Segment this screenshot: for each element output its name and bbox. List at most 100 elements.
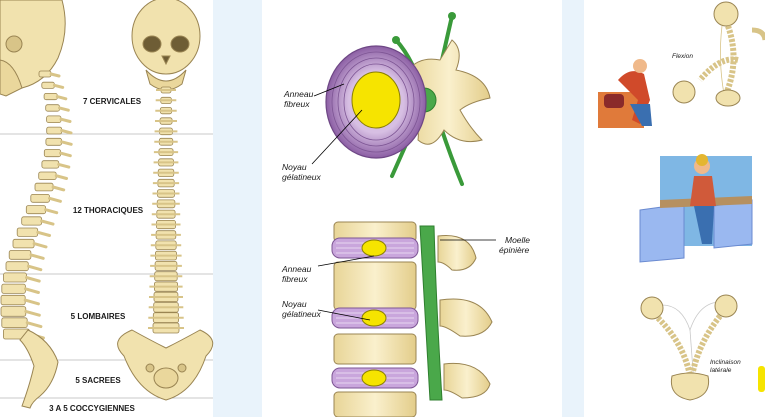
leaders-top	[311, 83, 363, 165]
vertebra-lateral	[1, 283, 26, 294]
spine-flexed	[697, 56, 739, 82]
spinal-cord	[419, 225, 443, 401]
flexion-skeleton: Flexion	[672, 1, 741, 107]
vertebra-lateral	[46, 115, 62, 124]
spinous-process-lateral	[60, 129, 73, 135]
spinous-process-lateral	[60, 140, 73, 146]
vertebra-lateral	[12, 238, 35, 249]
skull-lateral	[0, 0, 66, 97]
spinous-process-lateral	[59, 151, 72, 158]
vertebra-lateral	[8, 250, 32, 260]
spinous-process-lateral	[51, 185, 66, 192]
spinous-process-lateral	[29, 253, 45, 260]
vertebra-lateral	[16, 227, 39, 237]
nerve-ganglion	[448, 12, 456, 20]
pelvis-flexion	[715, 89, 741, 107]
vertebra-lateral	[43, 149, 61, 158]
spinous-process-lateral	[23, 287, 40, 294]
label-thoraciques: 12 THORACIQUES	[73, 206, 144, 215]
skull-frontal	[131, 0, 201, 91]
spinous-process-lateral	[44, 208, 59, 215]
sacrum-lateral	[19, 329, 59, 409]
vertebra-lateral	[45, 137, 63, 146]
spine-outline	[720, 25, 725, 95]
vertebra-lateral	[34, 182, 54, 192]
label-flexion: Flexion	[672, 53, 693, 60]
vertebra-lateral	[5, 261, 29, 272]
spinous-process-lateral	[26, 264, 43, 272]
label-noyau-top-2: gélatineux	[282, 172, 322, 182]
spine-tilt-right	[689, 314, 723, 377]
spinous-process-lateral	[36, 230, 51, 237]
spine-lateral-view	[0, 70, 73, 340]
vertebra-lateral	[30, 193, 50, 203]
nerve-ganglion	[392, 36, 400, 44]
partial-object-edge	[758, 366, 765, 392]
skull-tilt-left	[640, 296, 664, 320]
worker-scene	[639, 154, 753, 263]
vertebral-body	[333, 261, 417, 311]
label-anneau-top-1: Anneau	[283, 89, 314, 99]
lifting-scene	[598, 59, 652, 128]
vertebra-lateral	[1, 317, 28, 328]
vertebra-lateral	[38, 171, 57, 180]
vertebra-lateral	[41, 81, 55, 89]
label-inclinaison-1: Inclinaison	[710, 359, 741, 366]
skull-upright	[713, 1, 739, 27]
vertebra-lateral	[43, 93, 58, 101]
desk-right	[713, 199, 753, 249]
leaders-bottom	[317, 239, 496, 321]
person-head	[633, 59, 647, 73]
label-sacrees: 5 SACREES	[75, 376, 121, 385]
spinous-process-lateral	[57, 162, 71, 169]
noyau-gelatineux-sagittal	[361, 369, 387, 387]
noyau-gelatineux-axial	[351, 71, 401, 129]
carried-object	[604, 94, 624, 108]
label-noyau-top-1: Noyau	[282, 162, 307, 172]
vertebra-lateral	[3, 272, 27, 283]
spinous-process-lateral	[58, 106, 70, 112]
label-anneau-bottom-1: Anneau	[281, 264, 312, 274]
person-trousers	[630, 104, 652, 126]
vertebra-lateral	[25, 205, 46, 215]
motion-panel: Flexion Inclinaison latérale	[584, 0, 765, 417]
spinous-process-lateral	[48, 196, 62, 203]
label-coccygiennes: 3 A 5 COCCYGIENNES	[49, 404, 135, 413]
worker-trousers	[694, 206, 714, 244]
vertebral-arch	[407, 39, 491, 145]
spinous-process-lateral	[32, 242, 48, 249]
worker-shirt	[690, 176, 716, 206]
vertebra-lateral	[45, 104, 60, 112]
pelvis-frontal	[117, 329, 214, 401]
spinous-process-lateral	[55, 95, 68, 101]
vertebra-lateral	[46, 126, 63, 135]
disc-panel: Anneau fibreux Noyau gélatineux Anneau f…	[262, 0, 562, 417]
noyau-gelatineux-sagittal	[361, 309, 387, 327]
spinous-process-lateral	[49, 72, 61, 78]
vertebra-lateral	[0, 294, 26, 306]
vertebra-lateral	[41, 160, 60, 169]
spinous-process-lateral	[54, 174, 68, 180]
vertebra-lateral	[21, 216, 43, 226]
spine-panel: 7 CERVICALES 12 THORACIQUES 5 LOMBAIRES …	[0, 0, 214, 417]
spinous-process-lateral	[23, 298, 40, 306]
label-moelle-2: épinière	[499, 245, 530, 255]
label-inclinaison-2: latérale	[710, 367, 732, 374]
spinous-process-lateral	[24, 309, 41, 317]
annulus-lamellae	[331, 51, 421, 153]
spinous-process-lateral	[59, 117, 72, 123]
desk-left	[639, 203, 685, 263]
vertebral-body	[333, 333, 417, 365]
vertebra-lateral	[38, 70, 52, 78]
skull-flexed	[672, 80, 696, 104]
vertebra-stack	[331, 221, 419, 417]
spinous-process-lateral	[40, 219, 55, 226]
spinous-process-lateral	[52, 83, 65, 89]
spinous-process-lateral	[25, 321, 43, 329]
label-lombaires: 5 LOMBAIRES	[71, 312, 126, 321]
disc-sagittal-view: Anneau fibreux Noyau gélatineux Moelle é…	[281, 221, 530, 417]
pelvis-inclination	[670, 372, 710, 401]
label-moelle-1: Moelle	[505, 235, 530, 245]
spine-frontal-view	[148, 86, 184, 334]
